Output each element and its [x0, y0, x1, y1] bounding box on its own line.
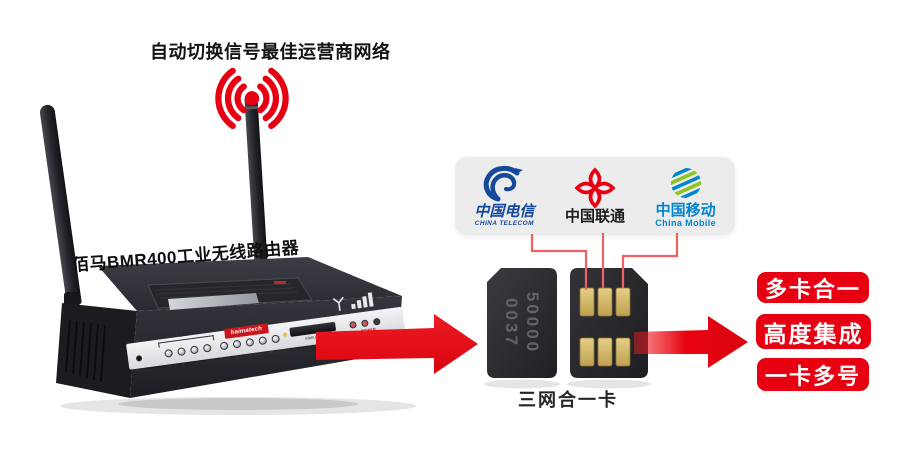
sim-caption: 三网合一卡	[518, 390, 618, 410]
benefit-badge-integration: 高度集成	[756, 314, 871, 349]
top-caption: 自动切换信号最佳运营商网络	[150, 42, 391, 62]
carrier-china-mobile: 中国移动 China Mobile	[640, 165, 731, 228]
top-plate-sticker	[168, 293, 259, 310]
top-plate-red-mark	[274, 281, 286, 284]
led-lan-1: 1	[199, 338, 216, 364]
benefit-badge-multi-number: 一卡多号	[757, 358, 869, 391]
carrier-cn-label: 中国电信	[474, 203, 535, 220]
antenna-mount-left	[64, 292, 80, 306]
reset-button: Reset	[129, 347, 150, 373]
sim-cards: 50000 0037	[484, 268, 651, 389]
led-yellow	[282, 332, 288, 337]
carrier-en-label: China Mobile	[655, 218, 717, 228]
arrow-router-to-sim	[316, 314, 478, 374]
arrow-sim-to-benefits	[634, 316, 748, 368]
carrier-to-sim-connector-lines	[530, 233, 679, 290]
carrier-cn-label: 中国移动	[655, 202, 716, 219]
sim-card-back	[487, 268, 557, 378]
wifi-signal-icon	[215, 67, 289, 130]
signal-strength-icon	[332, 292, 374, 311]
carrier-en-label: CHINA TELECOM	[474, 220, 534, 227]
carrier-cn-label: 中国联通	[565, 208, 626, 225]
carriers-panel: 中国电信 CHINA TELECOM 中国联通	[455, 157, 735, 235]
router-vents	[65, 319, 106, 383]
sim-gold-contacts	[579, 287, 631, 367]
sim-embossed-number-2: 0037	[502, 298, 521, 348]
carrier-china-unicom: 中国联通	[550, 167, 641, 225]
sim-embossed-number-1: 50000	[523, 292, 542, 354]
china-telecom-logo	[484, 166, 524, 202]
china-unicom-logo	[574, 167, 616, 209]
china-mobile-logo	[665, 165, 706, 203]
led-system: SYSTEM	[268, 329, 287, 355]
router-shadow	[60, 397, 416, 415]
benefit-badge-multi-card: 多卡合一	[757, 272, 869, 303]
carrier-china-telecom: 中国电信 CHINA TELECOM	[459, 164, 550, 228]
